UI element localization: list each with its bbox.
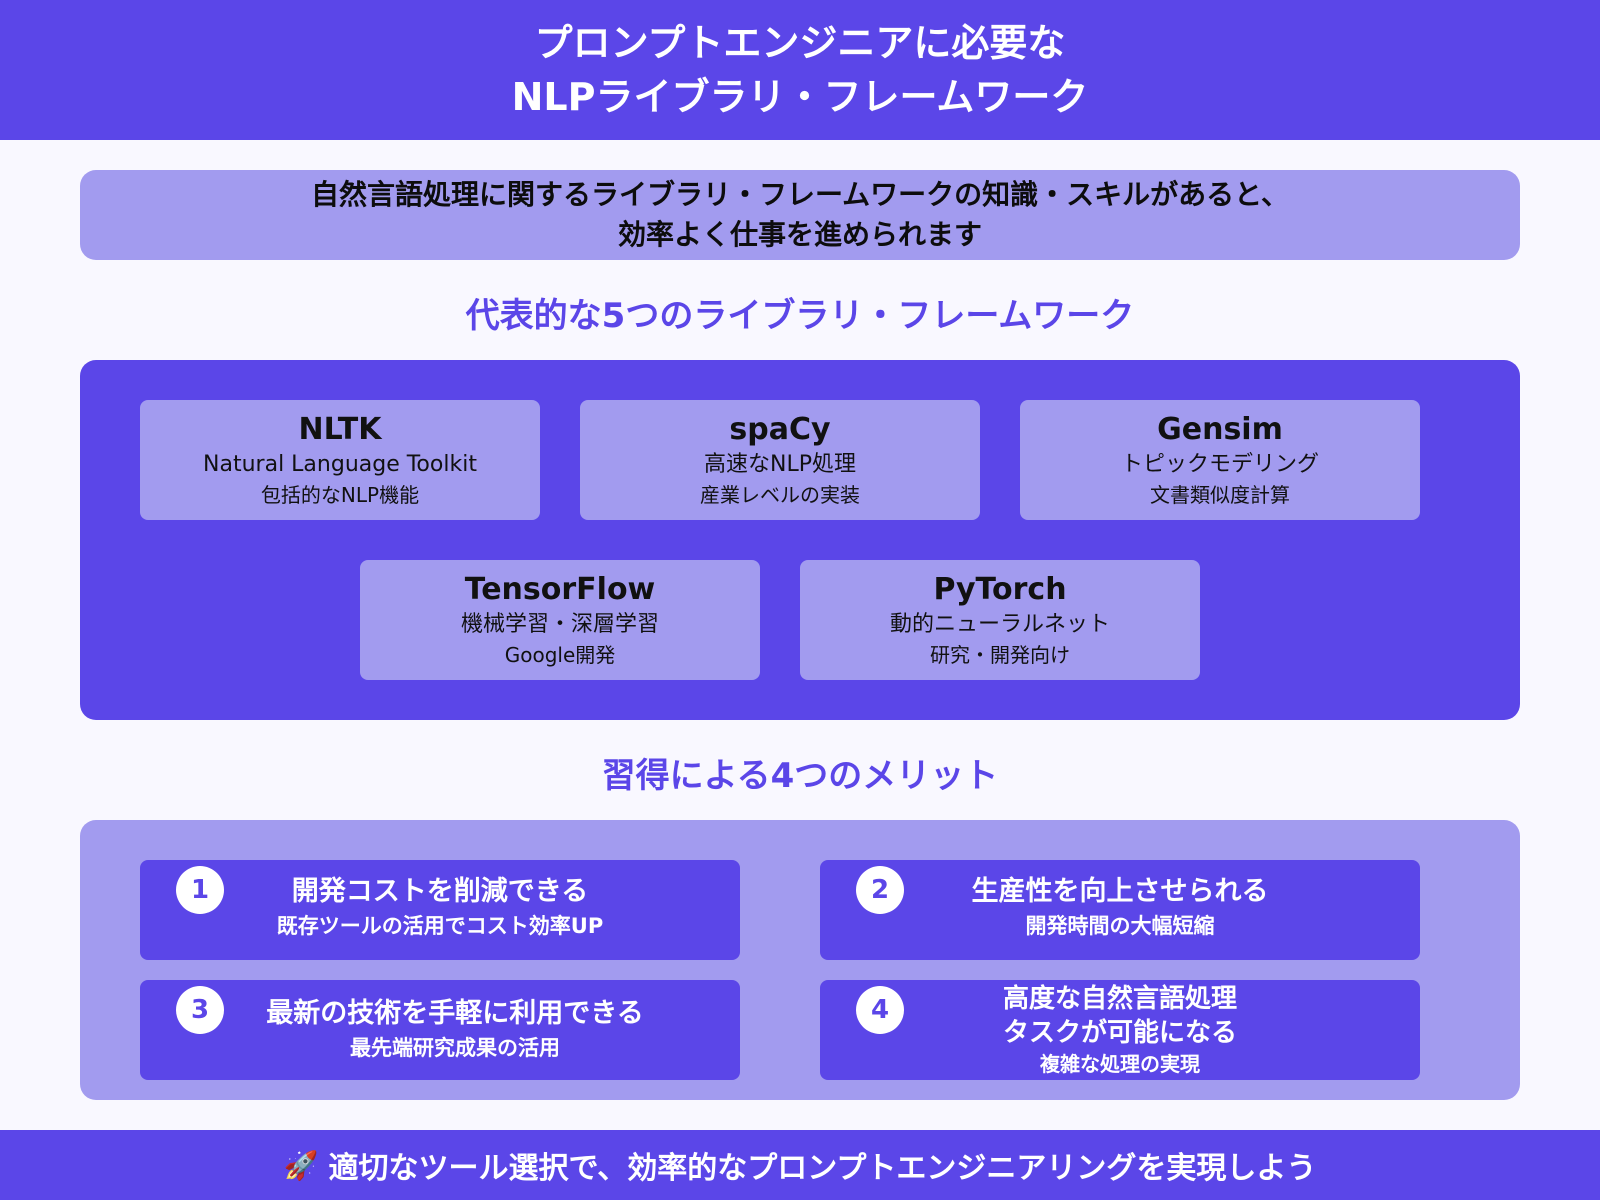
merit-sub: 開発時間の大幅短縮	[1025, 914, 1215, 938]
library-card-pytorch: PyTorch 動的ニューラルネット 研究・開発向け	[800, 560, 1200, 680]
title-line-2: NLPライブラリ・フレームワーク	[511, 75, 1089, 119]
footer-text: 適切なツール選択で、効率的なプロンプトエンジニアリングを実現しよう	[328, 1151, 1317, 1186]
number-badge: 4	[856, 986, 904, 1034]
library-name: NLTK	[298, 412, 382, 447]
merit-text: 生産性を向上させられる 開発時間の大幅短縮	[820, 860, 1420, 960]
library-card-nltk: NLTK Natural Language Toolkit 包括的なNLP機能	[140, 400, 540, 520]
library-name: spaCy	[729, 412, 831, 447]
footer-banner: 🚀 適切なツール選択で、効率的なプロンプトエンジニアリングを実現しよう	[0, 1130, 1600, 1200]
library-card-tensorflow: TensorFlow 機械学習・深層学習 Google開発	[360, 560, 760, 680]
library-name: PyTorch	[933, 572, 1067, 607]
intro-line-1: 自然言語処理に関するライブラリ・フレームワークの知識・スキルがあると、	[310, 178, 1290, 211]
intro-line-2: 効率よく仕事を進められます	[617, 218, 982, 251]
merit-title-line-2: タスクが可能になる	[1002, 1018, 1237, 1048]
page-header: プロンプトエンジニアに必要な NLPライブラリ・フレームワーク	[0, 0, 1600, 140]
merit-text: 最新の技術を手軽に利用できる 最先端研究成果の活用	[140, 980, 740, 1080]
libraries-section-title: 代表的な5つのライブラリ・フレームワーク	[465, 296, 1135, 336]
intro-callout: 自然言語処理に関するライブラリ・フレームワークの知識・スキルがあると、 効率よく…	[80, 170, 1520, 260]
merit-card-1: 1 開発コストを削減できる 既存ツールの活用でコスト効率UP	[140, 860, 740, 960]
merit-title: 生産性を向上させられる	[971, 876, 1269, 907]
library-sub: 研究・開発向け	[930, 643, 1070, 667]
library-name: Gensim	[1157, 412, 1283, 447]
merit-card-4: 4 高度な自然言語処理 タスクが可能になる 複雑な処理の実現	[820, 980, 1420, 1080]
library-sub: Google開発	[504, 643, 616, 667]
number-badge: 2	[856, 866, 904, 914]
merits-section-title: 習得による4つのメリット	[601, 756, 999, 796]
library-sub: 包括的なNLP機能	[260, 483, 420, 507]
merit-text: 高度な自然言語処理 タスクが可能になる 複雑な処理の実現	[820, 980, 1420, 1080]
merit-sub: 最先端研究成果の活用	[350, 1036, 560, 1060]
merits-panel: 1 開発コストを削減できる 既存ツールの活用でコスト効率UP 2 生産性を向上さ…	[80, 820, 1520, 1100]
rocket-icon: 🚀	[283, 1148, 319, 1182]
library-desc: トピックモデリング	[1120, 452, 1319, 477]
merit-card-3: 3 最新の技術を手軽に利用できる 最先端研究成果の活用	[140, 980, 740, 1080]
title-line-1: プロンプトエンジニアに必要な	[534, 21, 1066, 65]
merit-title-line-1: 高度な自然言語処理	[1002, 984, 1237, 1014]
library-desc: Natural Language Toolkit	[203, 452, 477, 477]
library-card-gensim: Gensim トピックモデリング 文書類似度計算	[1020, 400, 1420, 520]
library-desc: 動的ニューラルネット	[889, 612, 1110, 637]
merit-sub: 複雑な処理の実現	[1040, 1052, 1200, 1076]
library-desc: 高速なNLP処理	[704, 452, 856, 477]
merit-title: 最新の技術を手軽に利用できる	[266, 998, 644, 1029]
library-sub: 文書類似度計算	[1150, 483, 1290, 507]
number-badge: 1	[176, 866, 224, 914]
library-sub: 産業レベルの実装	[700, 483, 860, 507]
library-card-spacy: spaCy 高速なNLP処理 産業レベルの実装	[580, 400, 980, 520]
libraries-panel: NLTK Natural Language Toolkit 包括的なNLP機能 …	[80, 360, 1520, 720]
library-desc: 機械学習・深層学習	[460, 612, 659, 637]
merit-title: 開発コストを削減できる	[291, 876, 589, 907]
number-badge: 3	[176, 986, 224, 1034]
merit-card-2: 2 生産性を向上させられる 開発時間の大幅短縮	[820, 860, 1420, 960]
merit-text: 開発コストを削減できる 既存ツールの活用でコスト効率UP	[140, 860, 740, 960]
merit-sub: 既存ツールの活用でコスト効率UP	[276, 914, 604, 938]
library-name: TensorFlow	[464, 572, 656, 607]
